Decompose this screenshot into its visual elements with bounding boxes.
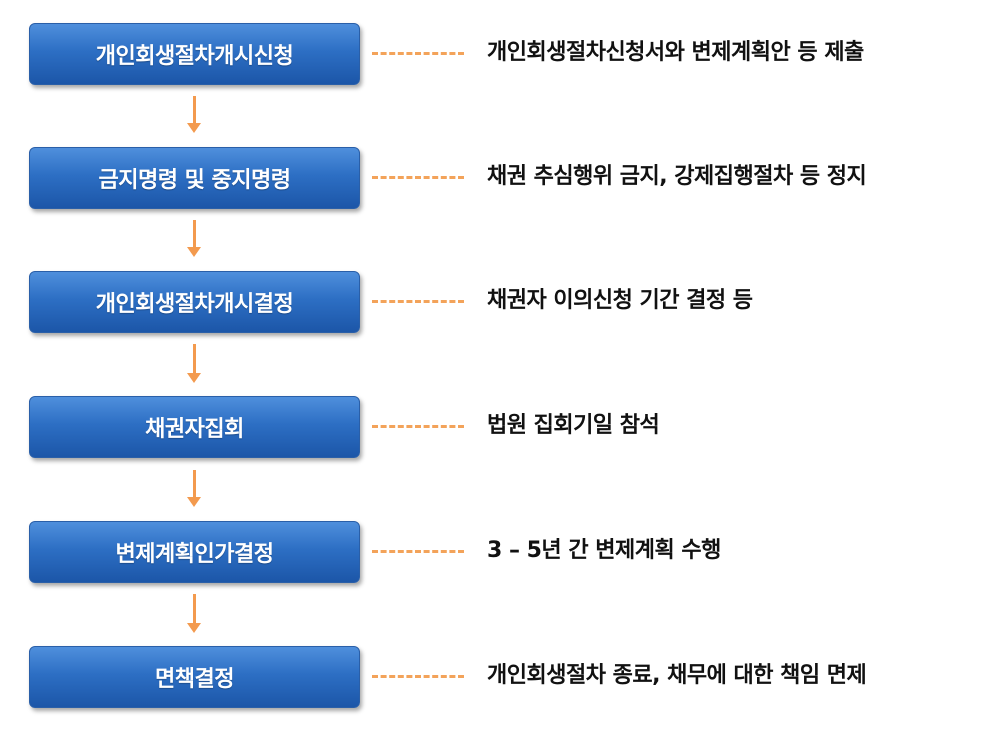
step-description-3: 채권자 이의신청 기간 결정 등	[487, 288, 753, 313]
step-description-6: 개인회생절차 종료, 채무에 대한 책임 면제	[487, 663, 867, 688]
flow-arrow-5	[183, 594, 205, 634]
flow-arrow-1	[183, 96, 205, 134]
flow-arrow-4	[183, 470, 205, 508]
step-label-3: 개인회생절차개시결정	[95, 292, 294, 317]
dashed-connector-2	[372, 176, 464, 179]
step-label-1: 개인회생절차개시신청	[95, 44, 294, 69]
flow-arrow-3	[183, 344, 205, 384]
step-box-4: 채권자집회	[29, 396, 360, 458]
step-description-2: 채권 추심행위 금지, 강제집행절차 등 정지	[487, 164, 867, 189]
dashed-connector-6	[372, 675, 464, 678]
dashed-connector-3	[372, 300, 464, 303]
step-label-2: 금지명령 및 중지명령	[98, 168, 291, 193]
step-description-4: 법원 집회기일 참석	[487, 413, 660, 438]
step-box-6: 면책결정	[29, 646, 360, 708]
step-description-1: 개인회생절차신청서와 변제계획안 등 제출	[487, 40, 864, 65]
step-description-5: 3 – 5년 간 변제계획 수행	[487, 538, 721, 563]
dashed-connector-1	[372, 52, 464, 55]
step-box-2: 금지명령 및 중지명령	[29, 147, 360, 209]
step-label-6: 면책결정	[155, 667, 234, 692]
step-box-1: 개인회생절차개시신청	[29, 23, 360, 85]
dashed-connector-4	[372, 425, 464, 428]
step-label-4: 채권자집회	[145, 417, 244, 442]
dashed-connector-5	[372, 550, 464, 553]
step-box-3: 개인회생절차개시결정	[29, 271, 360, 333]
step-box-5: 변제계획인가결정	[29, 521, 360, 583]
flow-arrow-2	[183, 220, 205, 258]
step-label-5: 변제계획인가결정	[115, 542, 274, 567]
